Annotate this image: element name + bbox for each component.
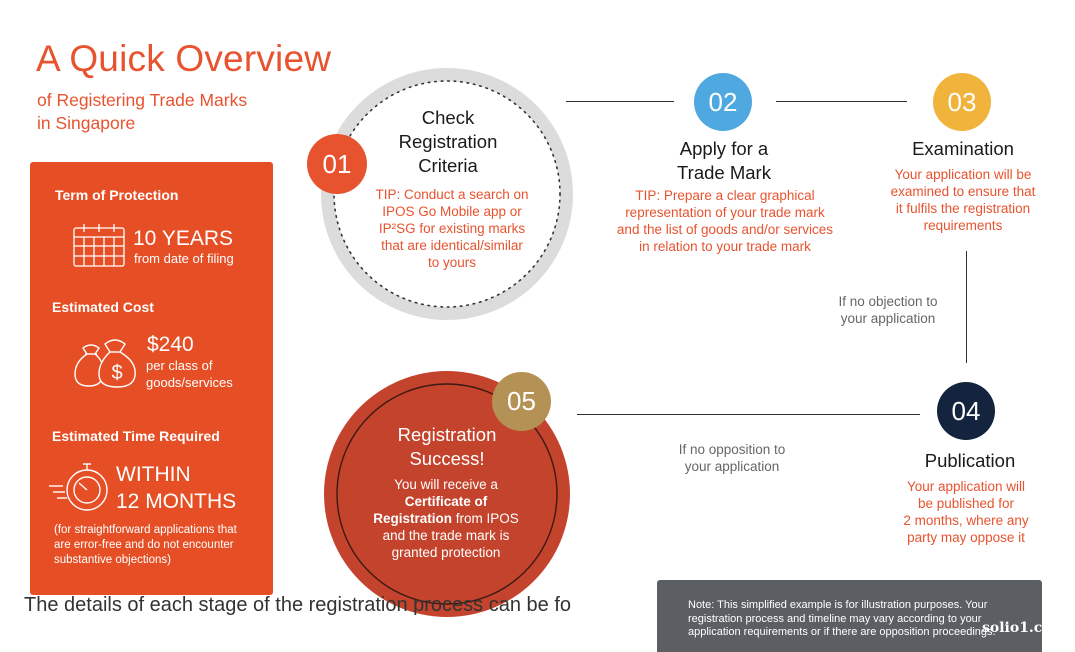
step4-title: Publication	[924, 450, 1016, 471]
time-note: (for straightforward applications that a…	[54, 524, 237, 566]
cost-label: Estimated Cost	[52, 299, 154, 315]
no-objection-note: If no objection to your application	[818, 293, 958, 327]
step1-circle	[321, 68, 573, 320]
step1-desc-line: IPOS Go Mobile app or	[382, 204, 522, 219]
connector-line	[966, 251, 967, 363]
time-value: 12 MONTHS	[116, 490, 237, 513]
from-ipos: from IPOS	[452, 511, 519, 526]
step2-number-badge: 02	[694, 73, 752, 131]
step5-desc-line: and the trade mark is	[382, 528, 510, 543]
term-label: Term of Protection	[55, 187, 179, 203]
step2-desc-line: representation of your trade mark	[625, 205, 825, 220]
step2-title-line: Trade Mark	[677, 162, 771, 183]
step4-number-badge: 04	[937, 382, 995, 440]
note-line: your application	[840, 311, 936, 326]
step4-desc-line: party may oppose it	[907, 530, 1025, 545]
term-value: 10 YEARS	[133, 227, 234, 250]
step4-desc-line: Your application will	[906, 479, 1026, 494]
stopwatch-icon	[49, 463, 108, 511]
step5-title-line: Registration	[397, 424, 497, 445]
time-value: WITHIN	[116, 463, 191, 486]
step3-desc-line: it fulfils the registration	[895, 201, 1031, 216]
step3-desc-line: Your application will be	[894, 167, 1032, 182]
step2-description: TIP: Prepare a clear graphical represent…	[595, 187, 855, 255]
step1-desc-line: IP²SG for existing marks	[378, 221, 526, 236]
note-line: If no opposition to	[678, 442, 786, 457]
step1-number-badge: 01	[307, 134, 367, 194]
step5-title: Registration Success!	[367, 423, 527, 471]
step3-number-badge: 03	[933, 73, 991, 131]
step4-desc-line: be published for	[917, 496, 1015, 511]
step2-title-line: Apply for a	[679, 138, 769, 159]
connector-line	[566, 101, 674, 102]
step5-title-line: Success!	[409, 448, 485, 469]
certificate-bold: Certificate of	[404, 494, 488, 509]
connector-line	[776, 101, 907, 102]
money-bags-icon: $	[74, 339, 136, 388]
disclaimer-box: Note: This simplified example is for ill…	[657, 580, 1042, 652]
step2-desc-line: and the list of goods and/or services	[616, 222, 834, 237]
step5-desc-line: Registration from IPOS	[356, 510, 536, 527]
note-line: your application	[684, 459, 780, 474]
step3-desc-line: requirements	[923, 218, 1003, 233]
step1-desc-line: TIP: Conduct a search on	[375, 187, 529, 202]
step3-title: Examination	[912, 138, 1014, 159]
step5-circle	[324, 371, 570, 617]
time-label: Estimated Time Required	[52, 428, 220, 444]
step1-title: Check Registration Criteria	[368, 106, 528, 178]
step5-description: You will receive a Certificate of Regist…	[356, 476, 536, 561]
step5-desc-line: Certificate of	[356, 493, 536, 510]
subtitle-line: of Registering Trade Marks	[37, 90, 248, 110]
step4-description: Your application will be published for 2…	[876, 478, 1056, 546]
step1-title-line: Criteria	[418, 155, 478, 176]
page-subtitle: of Registering Trade Marks in Singapore	[37, 89, 297, 135]
step5-number-badge: 05	[492, 372, 551, 431]
cost-sub: per class of	[146, 358, 213, 373]
step1-title-line: Check	[421, 107, 475, 128]
summary-panel: Term of Protection 10 YEARS from date of…	[30, 162, 273, 595]
page-title: A Quick Overview	[36, 38, 332, 79]
no-opposition-note: If no opposition to your application	[662, 441, 802, 475]
step1-desc-line: that are identical/similar	[381, 238, 523, 253]
svg-text:$: $	[111, 362, 122, 384]
registration-bold: Registration	[373, 511, 452, 526]
calendar-icon	[73, 224, 125, 267]
step1-desc-line: to yours	[427, 255, 477, 270]
footer-text: The details of each stage of the registr…	[24, 594, 571, 616]
step5-desc-line: You will receive a	[394, 477, 498, 492]
disclaimer-text: Note: This simplified example is for ill…	[688, 599, 996, 638]
cost-sub: goods/services	[146, 375, 233, 390]
connector-line	[577, 414, 920, 415]
step2-desc-line: TIP: Prepare a clear graphical	[635, 188, 815, 203]
cost-value: $240	[147, 333, 194, 356]
step1-title-line: Registration	[398, 131, 498, 152]
step4-desc-line: 2 months, where any	[903, 513, 1029, 528]
step3-desc-line: examined to ensure that	[890, 184, 1036, 199]
term-sub: from date of filing	[134, 251, 234, 266]
subtitle-line: in Singapore	[37, 113, 136, 133]
step3-description: Your application will be examined to ens…	[868, 166, 1058, 234]
step2-desc-line: in relation to your trade mark	[639, 239, 811, 254]
step5-desc-line: granted protection	[391, 545, 501, 560]
brand-watermark: solio1.c	[982, 620, 1043, 636]
step2-title: Apply for a Trade Mark	[644, 137, 804, 185]
step1-description: TIP: Conduct a search on IPOS Go Mobile …	[352, 186, 552, 271]
note-line: If no objection to	[838, 294, 938, 309]
